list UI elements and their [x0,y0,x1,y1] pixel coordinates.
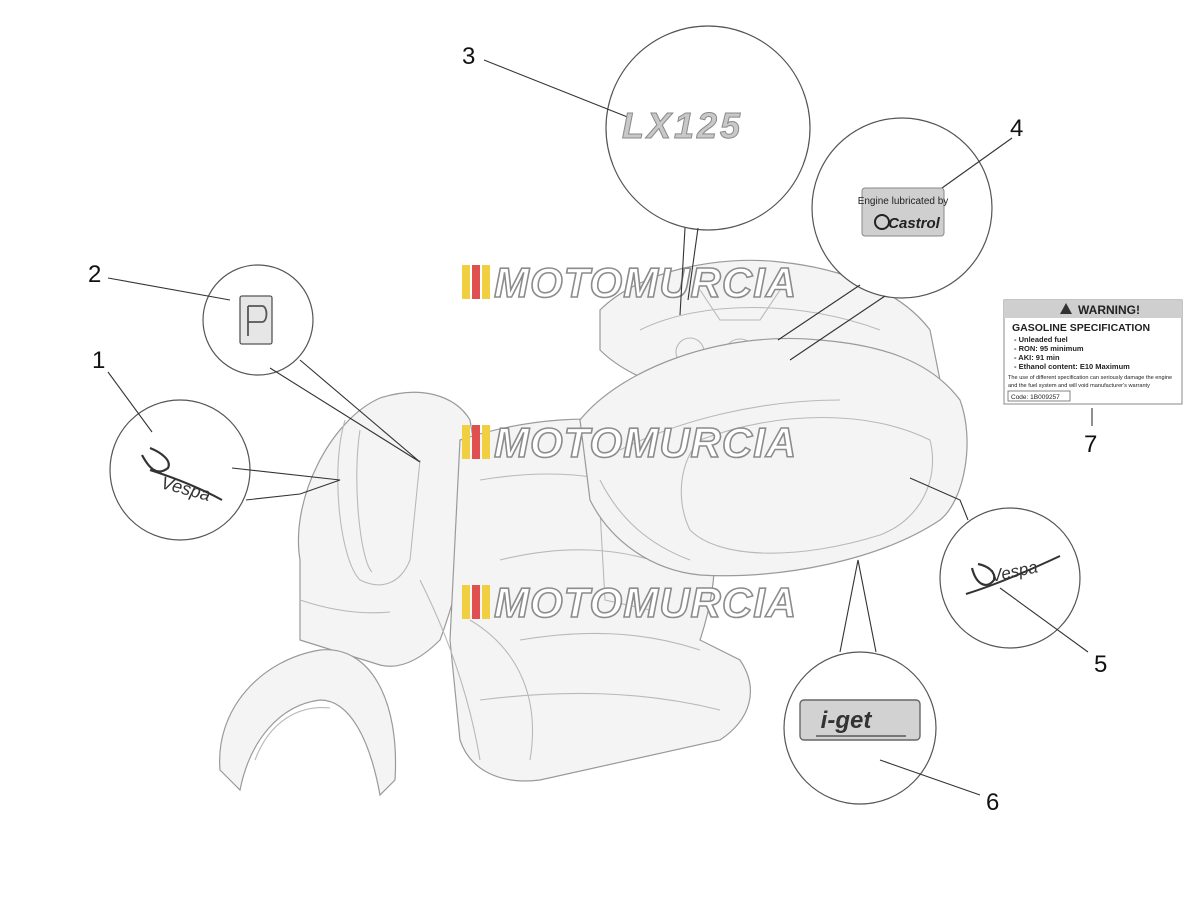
watermark-3: MOTOMURCIA [462,578,797,627]
warning-line: - Ethanol content: E10 Maximum [1014,362,1130,371]
castrol-sticker: Engine lubricated by Castrol [858,187,949,237]
front-fender [219,649,397,797]
leader-line [483,59,631,119]
warning-note: and the fuel system and will void manufa… [1008,383,1150,389]
callout-circle [109,399,251,541]
warning-line: - RON: 95 minimum [1014,344,1084,353]
callout-number: 3 [462,43,475,70]
callout-number: 2 [88,261,101,288]
callout-2[interactable]: 2 [88,261,421,463]
callout-4[interactable]: 4 Engine lubricated by Castrol [777,115,1023,361]
callout-connector [839,559,877,653]
leader-line [107,371,153,433]
callout-number: 5 [1094,651,1107,678]
warning-line: - Unleaded fuel [1014,335,1068,344]
leader-line [107,277,231,301]
callout-connector [269,359,421,463]
watermark-1: MOTOMURCIA [462,258,797,307]
callout-number: 4 [1010,115,1023,142]
callout-number: 1 [92,347,105,374]
callout-connector [231,467,341,501]
callout-connector [909,477,969,521]
callout-7[interactable]: WARNING! GASOLINE SPECIFICATION - Unlead… [1003,299,1183,458]
warning-label: WARNING! GASOLINE SPECIFICATION - Unlead… [1003,299,1183,405]
warning-triangle-icon [1060,303,1072,314]
callout-connector [679,227,699,316]
callout-circle [605,25,811,231]
iget-badge: i-get [799,699,921,741]
side-cowl [579,337,968,577]
castrol-logo-icon [874,214,890,230]
castrol-line1: Engine lubricated by [858,196,949,207]
leg-shield [297,391,481,667]
watermark-text: MOTOMURCIA [494,419,797,466]
leader-line [999,587,1089,653]
iget-text: i-get [821,707,873,734]
warning-note: The use of different specification can s… [1008,375,1172,381]
callout-connector [777,284,886,361]
warning-title: GASOLINE SPECIFICATION [1012,322,1150,334]
callout-number: 6 [986,789,999,816]
lx125-badge-text: LX125 [622,105,743,146]
piaggio-logo-icon [239,295,273,345]
watermark-text: MOTOMURCIA [494,259,797,306]
callout-number: 7 [1084,431,1097,458]
watermark-2: MOTOMURCIA [462,418,797,467]
warning-line: - AKI: 91 min [1014,353,1060,362]
warning-header: WARNING! [1078,303,1140,317]
warning-code: Code: 1B009257 [1011,394,1060,401]
leader-line [879,759,981,796]
callout-1[interactable]: 1 Vespa [92,347,341,541]
scooter-body-drawing [219,259,968,797]
callout-6[interactable]: 6 i-get [783,559,999,816]
castrol-brand: Castrol [888,215,941,232]
callout-3[interactable]: 3 LX125 [462,25,811,316]
callout-5[interactable]: 5 Vespa [909,477,1107,678]
watermark-text: MOTOMURCIA [494,579,797,626]
leader-line [941,137,1013,189]
watermark-group: MOTOMURCIA MOTOMURCIA MOTOMURCIA [462,258,797,627]
